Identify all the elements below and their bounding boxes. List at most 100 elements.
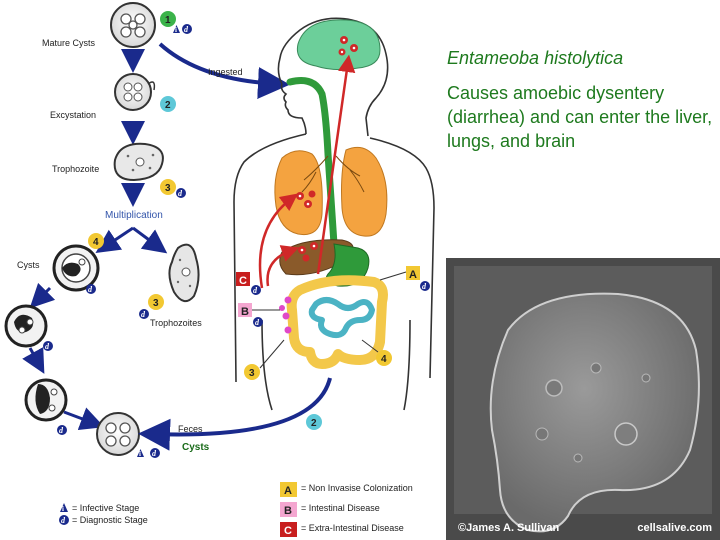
stage-3-number: 3 (153, 298, 159, 309)
stage-1-number: 1 (165, 15, 171, 26)
diagnostic-icon (176, 188, 186, 198)
diagnostic-letter: d (88, 285, 93, 294)
body-stage-3-leader (259, 339, 285, 369)
diagnostic-letter: d (255, 318, 260, 327)
ingested-label: Ingested (208, 67, 243, 77)
body-stage-4-number: 4 (381, 354, 387, 365)
excystation-label: Excystation (50, 110, 96, 120)
legend-diagnostic-text: = Diagnostic Stage (72, 515, 148, 525)
arrow-cyst-down (29, 282, 56, 309)
lung-parasites (296, 190, 316, 208)
micrograph-site: cellsalive.com (637, 522, 712, 534)
legend-a-letter: A (284, 485, 292, 497)
organism-description: Causes amoebic dysentery (diarrhea) and … (447, 83, 713, 151)
ingested-arrow (158, 42, 290, 99)
arrow-split-right (132, 226, 168, 254)
legend-a-text: = Non Invasise Colonization (301, 483, 413, 493)
label-b-box (238, 303, 252, 317)
excystation-image (114, 73, 156, 111)
red-arrow-to-lung (258, 193, 298, 289)
infective-icon (173, 25, 180, 33)
diagnostic-icon (253, 317, 263, 327)
diagnostic-letter: d (253, 286, 258, 295)
multiplication-label: Multiplication (105, 210, 163, 221)
body-stage-3-number: 3 (249, 368, 255, 379)
brain-shape (296, 19, 381, 71)
label-c-letter: C (239, 275, 247, 287)
feces-arrow (138, 377, 332, 451)
human-body-outline (233, 17, 435, 411)
diagnostic-icon (251, 285, 261, 295)
label-a-leader (379, 271, 407, 281)
diagnostic-icon (57, 425, 67, 435)
esophagus (286, 77, 338, 248)
legend-a-box (280, 482, 297, 497)
organism-title: Entameoba histolytica (447, 48, 624, 68)
legend-diagnostic-icon (59, 515, 69, 525)
micrograph-credit: ©James A. Sullivan (458, 522, 560, 534)
diagnostic-icon (139, 309, 149, 319)
legend-infective-text: = Infective Stage (72, 503, 139, 513)
body-stage-4-badge (376, 350, 392, 366)
cyst-stage-2-image (4, 304, 48, 348)
label-c-box (236, 272, 250, 286)
legend-c-text: = Extra-Intestinal Disease (301, 523, 404, 533)
legend-infective-letter: i (62, 505, 64, 513)
diagnostic-letter: d (152, 449, 157, 458)
arrow-to-feces-cyst (63, 407, 105, 430)
diagnostic-letter: d (45, 342, 50, 351)
small-intestine (308, 297, 375, 339)
body-stage-3-badge (244, 364, 260, 380)
legend-b-box (280, 502, 297, 517)
mature-cysts-label: Mature Cysts (42, 38, 96, 48)
infective-icon (137, 449, 144, 457)
diagnostic-letter: d (422, 282, 427, 291)
trophozoites-label: Trophozoites (150, 318, 202, 328)
stage-4-number: 4 (93, 237, 99, 248)
trophozoites-image (168, 243, 200, 303)
info-panel: Entameoba histolytica Causes amoebic dys… (447, 48, 717, 153)
trophozoite-label: Trophozoite (52, 164, 99, 174)
stage-3-badge (148, 294, 164, 310)
diagnostic-letter: d (178, 189, 183, 198)
stage-4-badge (88, 233, 104, 249)
stage-3-number: 3 (165, 183, 171, 194)
infective-letter: i (175, 26, 177, 34)
micrograph-image (446, 258, 720, 540)
liver-parasites (298, 242, 318, 262)
legend-infective-icon (60, 503, 68, 512)
mature-cyst-image (110, 2, 156, 48)
stage-3-badge (160, 179, 176, 195)
diagnostic-icon (43, 341, 53, 351)
arrow-split-left (95, 226, 134, 253)
cysts-label: Cysts (17, 260, 40, 270)
feces-cyst-image (96, 412, 140, 456)
intestinal-parasites (279, 296, 292, 334)
diagnostic-icon (182, 24, 192, 34)
feces-cysts-label: Cysts (182, 442, 210, 453)
diagnostic-icon (86, 284, 96, 294)
label-b-letter: B (241, 306, 249, 318)
label-a-letter: A (409, 269, 417, 281)
diagnostic-icon (420, 281, 430, 291)
body-stage-2-number: 2 (311, 418, 317, 429)
cyst-stage-3-image (24, 378, 68, 422)
micrograph-panel: ©James A. Sullivan cellsalive.com (446, 258, 720, 540)
feces-label: Feces (178, 424, 203, 434)
diagnostic-letter: d (59, 426, 64, 435)
body-stage-2-badge (306, 414, 322, 430)
diagnostic-letter: d (184, 25, 189, 34)
diagnostic-letter: d (141, 310, 146, 319)
red-arrow-to-liver (266, 245, 300, 287)
brain-parasites (338, 36, 358, 56)
stage-1-badge (160, 11, 176, 27)
red-arrow-to-brain (316, 54, 356, 275)
legend-c-box (280, 522, 297, 537)
cysts-image (52, 244, 100, 292)
legend-c-letter: C (284, 525, 292, 537)
stage-2-badge (160, 96, 176, 112)
trophozoite-image (113, 142, 164, 182)
legend-b-text: = Intestinal Disease (301, 503, 380, 513)
arrow-cyst-down-2 (22, 347, 45, 374)
